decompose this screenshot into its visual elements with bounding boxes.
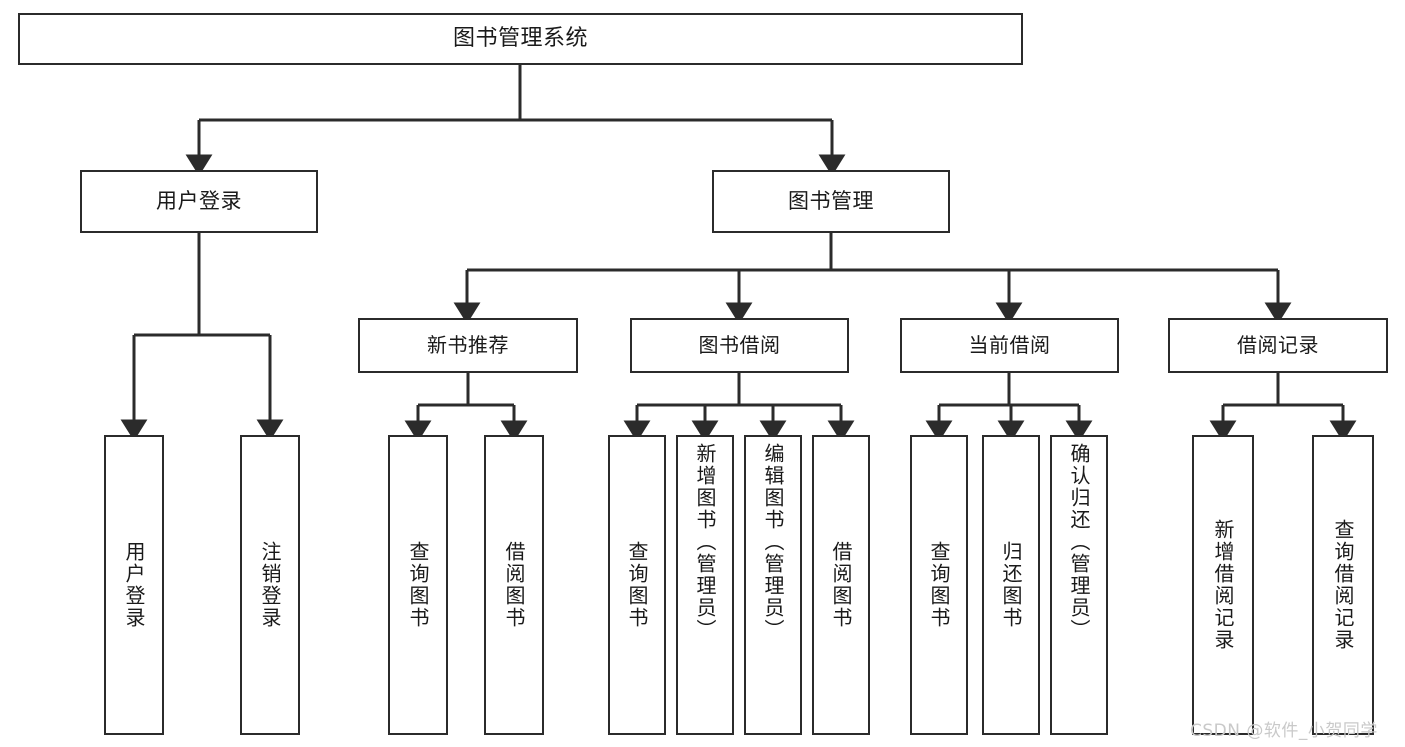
node-leaf-query-record-label: 查询借阅记录 — [1331, 519, 1355, 651]
node-leaf-edit-book[interactable]: 编辑图书（管理员） — [744, 435, 802, 735]
node-new-book-rec[interactable]: 新书推荐 — [358, 318, 578, 373]
node-book-manage[interactable]: 图书管理 — [712, 170, 950, 233]
node-book-manage-label: 图书管理 — [788, 188, 874, 213]
node-book-borrow[interactable]: 图书借阅 — [630, 318, 849, 373]
node-current-borrow[interactable]: 当前借阅 — [900, 318, 1119, 373]
node-leaf-edit-book-label: 编辑图书（管理员） — [761, 443, 785, 641]
node-leaf-return-book-label: 归还图书 — [999, 541, 1023, 629]
node-leaf-add-book[interactable]: 新增图书（管理员） — [676, 435, 734, 735]
node-leaf-query-book-3-label: 查询图书 — [927, 541, 951, 629]
node-leaf-confirm-return-label: 确认归还（管理员） — [1067, 443, 1091, 641]
node-leaf-borrow-book-2[interactable]: 借阅图书 — [812, 435, 870, 735]
node-root-label: 图书管理系统 — [452, 25, 588, 51]
node-new-book-rec-label: 新书推荐 — [427, 333, 509, 358]
node-leaf-query-book-2[interactable]: 查询图书 — [608, 435, 666, 735]
node-leaf-add-book-label: 新增图书（管理员） — [693, 443, 717, 641]
node-leaf-query-book-2-label: 查询图书 — [625, 541, 649, 629]
node-borrow-record-label: 借阅记录 — [1237, 333, 1319, 358]
node-leaf-add-record[interactable]: 新增借阅记录 — [1192, 435, 1254, 735]
node-book-borrow-label: 图书借阅 — [698, 333, 781, 358]
node-leaf-user-login[interactable]: 用户登录 — [104, 435, 164, 735]
node-leaf-logout[interactable]: 注销登录 — [240, 435, 300, 735]
node-borrow-record[interactable]: 借阅记录 — [1168, 318, 1388, 373]
node-leaf-confirm-return[interactable]: 确认归还（管理员） — [1050, 435, 1108, 735]
node-leaf-logout-label: 注销登录 — [258, 541, 282, 629]
node-leaf-query-book-1-label: 查询图书 — [406, 541, 430, 629]
node-leaf-query-book-1[interactable]: 查询图书 — [388, 435, 448, 735]
node-leaf-user-login-label: 用户登录 — [122, 541, 146, 629]
node-user-login-label: 用户登录 — [156, 188, 242, 213]
node-leaf-query-record[interactable]: 查询借阅记录 — [1312, 435, 1374, 735]
node-leaf-borrow-book-2-label: 借阅图书 — [829, 541, 853, 629]
node-leaf-borrow-book-1-label: 借阅图书 — [502, 541, 526, 629]
csdn-watermark: CSDN @软件_小贺同学 — [1190, 721, 1378, 741]
node-leaf-borrow-book-1[interactable]: 借阅图书 — [484, 435, 544, 735]
node-root-system[interactable]: 图书管理系统 — [18, 13, 1023, 65]
node-leaf-query-book-3[interactable]: 查询图书 — [910, 435, 968, 735]
node-leaf-add-record-label: 新增借阅记录 — [1211, 519, 1235, 651]
node-current-borrow-label: 当前借阅 — [968, 333, 1051, 358]
node-leaf-return-book[interactable]: 归还图书 — [982, 435, 1040, 735]
node-user-login[interactable]: 用户登录 — [80, 170, 318, 233]
